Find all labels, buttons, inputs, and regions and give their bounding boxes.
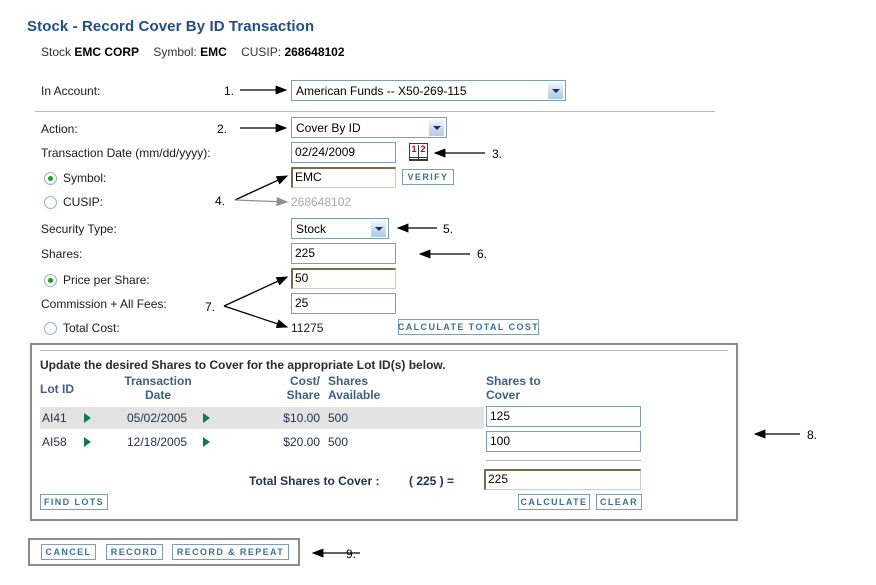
in-account-select[interactable]: American Funds -- X50-269-115 <box>291 80 566 101</box>
security-type-label: Security Type: <box>41 222 117 236</box>
table-row: AI41 <box>42 411 67 425</box>
col-header-transaction-date-l1: Transaction <box>124 374 192 388</box>
col-header-shares-to-cover-l1: Shares to <box>486 374 541 388</box>
table-row: $20.00 <box>283 435 320 449</box>
annotation-7: 7. <box>205 300 216 314</box>
security-type-select-value: Stock <box>296 221 327 236</box>
table-row: AI58 <box>42 435 67 449</box>
annotation-9: 9. <box>346 547 357 561</box>
calendar-spine <box>418 144 419 160</box>
verify-button[interactable]: VERIFY <box>402 169 454 185</box>
action-select-value: Cover By ID <box>296 120 361 135</box>
table-row: 500 <box>328 411 349 425</box>
price-per-share-radio[interactable] <box>44 274 57 287</box>
action-label: Action: <box>41 122 78 136</box>
table-row: 500 <box>328 435 349 449</box>
stock-name: EMC CORP <box>74 45 140 59</box>
col-header-shares-to-cover-l2: Cover <box>486 388 521 402</box>
sort-arrow-icon[interactable] <box>84 413 91 423</box>
annotation-1: 1. <box>224 84 235 98</box>
annotation-4: 4. <box>215 194 226 208</box>
symbol-input[interactable]: EMC <box>291 167 396 188</box>
in-account-select-value: American Funds -- X50-269-115 <box>296 83 467 98</box>
shares-label: Shares: <box>41 247 83 261</box>
total-shares-paren: ( 225 ) = <box>409 474 455 488</box>
record-button[interactable]: RECORD <box>106 544 163 560</box>
page-title: Stock - Record Cover By ID Transaction <box>27 18 315 35</box>
stock-label: Stock <box>41 45 72 59</box>
col-header-cost-share-l1: Cost/ <box>290 374 320 388</box>
calculate-total-cost-button[interactable]: CALCULATE TOTAL COST <box>398 319 539 335</box>
cusip-radio[interactable] <box>44 196 57 209</box>
col-header-cost-share: Cost/ Share <box>268 374 320 402</box>
find-lots-button[interactable]: FIND LOTS <box>40 494 108 510</box>
action-select[interactable]: Cover By ID <box>291 117 447 138</box>
chevron-down-icon[interactable] <box>428 118 445 137</box>
divider-3 <box>486 460 641 461</box>
col-header-shares-to-cover: Shares to Cover <box>486 374 541 402</box>
total-shares-label: Total Shares to Cover : <box>249 474 380 488</box>
col-header-shares-available-l1: Shares <box>328 374 369 388</box>
security-type-select[interactable]: Stock <box>291 218 389 239</box>
transaction-date-label: Transaction Date (mm/dd/yyyy): <box>41 146 211 160</box>
shares-input[interactable]: 225 <box>291 243 396 264</box>
security-summary: Stock EMC CORP Symbol: EMC CUSIP: 268648… <box>41 45 345 59</box>
annotation-6: 6. <box>477 247 488 261</box>
sort-arrow-icon[interactable] <box>203 413 210 423</box>
symbol-radio[interactable] <box>44 172 57 185</box>
col-header-shares-available: Shares Available <box>328 374 380 402</box>
col-header-shares-available-l2: Available <box>328 388 381 402</box>
lot-instruction: Update the desired Shares to Cover for t… <box>40 358 446 372</box>
chevron-down-icon[interactable] <box>547 81 564 100</box>
sort-arrow-icon[interactable] <box>203 437 210 447</box>
total-cost-radio[interactable] <box>44 322 57 335</box>
divider-1 <box>35 111 715 112</box>
col-header-lot-id: Lot ID <box>40 382 74 396</box>
total-cost-label: Total Cost: <box>63 321 120 335</box>
table-row: $10.00 <box>283 411 320 425</box>
col-header-cost-share-l2: Share <box>286 388 320 402</box>
shares-to-cover-input[interactable]: 100 <box>486 431 641 452</box>
total-shares-input[interactable]: 225 <box>484 469 641 490</box>
record-and-repeat-button[interactable]: RECORD & REPEAT <box>172 544 289 560</box>
annotation-8: 8. <box>807 428 818 442</box>
table-row-highlight <box>40 407 484 429</box>
calendar-digit-left: 1 <box>410 145 418 159</box>
calendar-digit-right: 2 <box>419 145 427 159</box>
annotation-5: 5. <box>443 222 454 236</box>
in-account-label: In Account: <box>41 84 101 98</box>
table-row: 12/18/2005 <box>127 435 188 449</box>
chevron-down-icon[interactable] <box>370 219 387 238</box>
annotation-2: 2. <box>217 122 228 136</box>
price-per-share-label: Price per Share: <box>63 273 150 287</box>
cusip-radio-label: CUSIP: <box>63 195 104 209</box>
cancel-button[interactable]: CANCEL <box>41 544 96 560</box>
cusip-value: 268648102 <box>284 45 345 59</box>
clear-button[interactable]: CLEAR <box>596 494 642 510</box>
calendar-icon[interactable]: 1 2 <box>409 143 428 161</box>
cusip-static-value: 268648102 <box>291 195 352 209</box>
calculate-button[interactable]: CALCULATE <box>518 494 590 510</box>
col-header-transaction-date-l2: Date <box>144 388 171 402</box>
cusip-label: CUSIP: <box>241 45 282 59</box>
divider-2 <box>40 350 728 351</box>
shares-to-cover-input[interactable]: 125 <box>486 406 641 427</box>
col-header-transaction-date: Transaction Date <box>118 374 198 402</box>
symbol-value: EMC <box>200 45 227 59</box>
symbol-radio-label: Symbol: <box>63 171 107 185</box>
sort-arrow-icon[interactable] <box>84 437 91 447</box>
total-cost-value: 11275 <box>291 321 324 335</box>
commission-input[interactable]: 25 <box>291 293 396 314</box>
transaction-date-input[interactable]: 02/24/2009 <box>291 142 396 163</box>
commission-label: Commission + All Fees: <box>41 297 167 311</box>
symbol-label: Symbol: <box>153 45 197 59</box>
price-per-share-input[interactable]: 50 <box>291 268 396 289</box>
table-row: 05/02/2005 <box>127 411 188 425</box>
annotation-3: 3. <box>492 147 503 161</box>
